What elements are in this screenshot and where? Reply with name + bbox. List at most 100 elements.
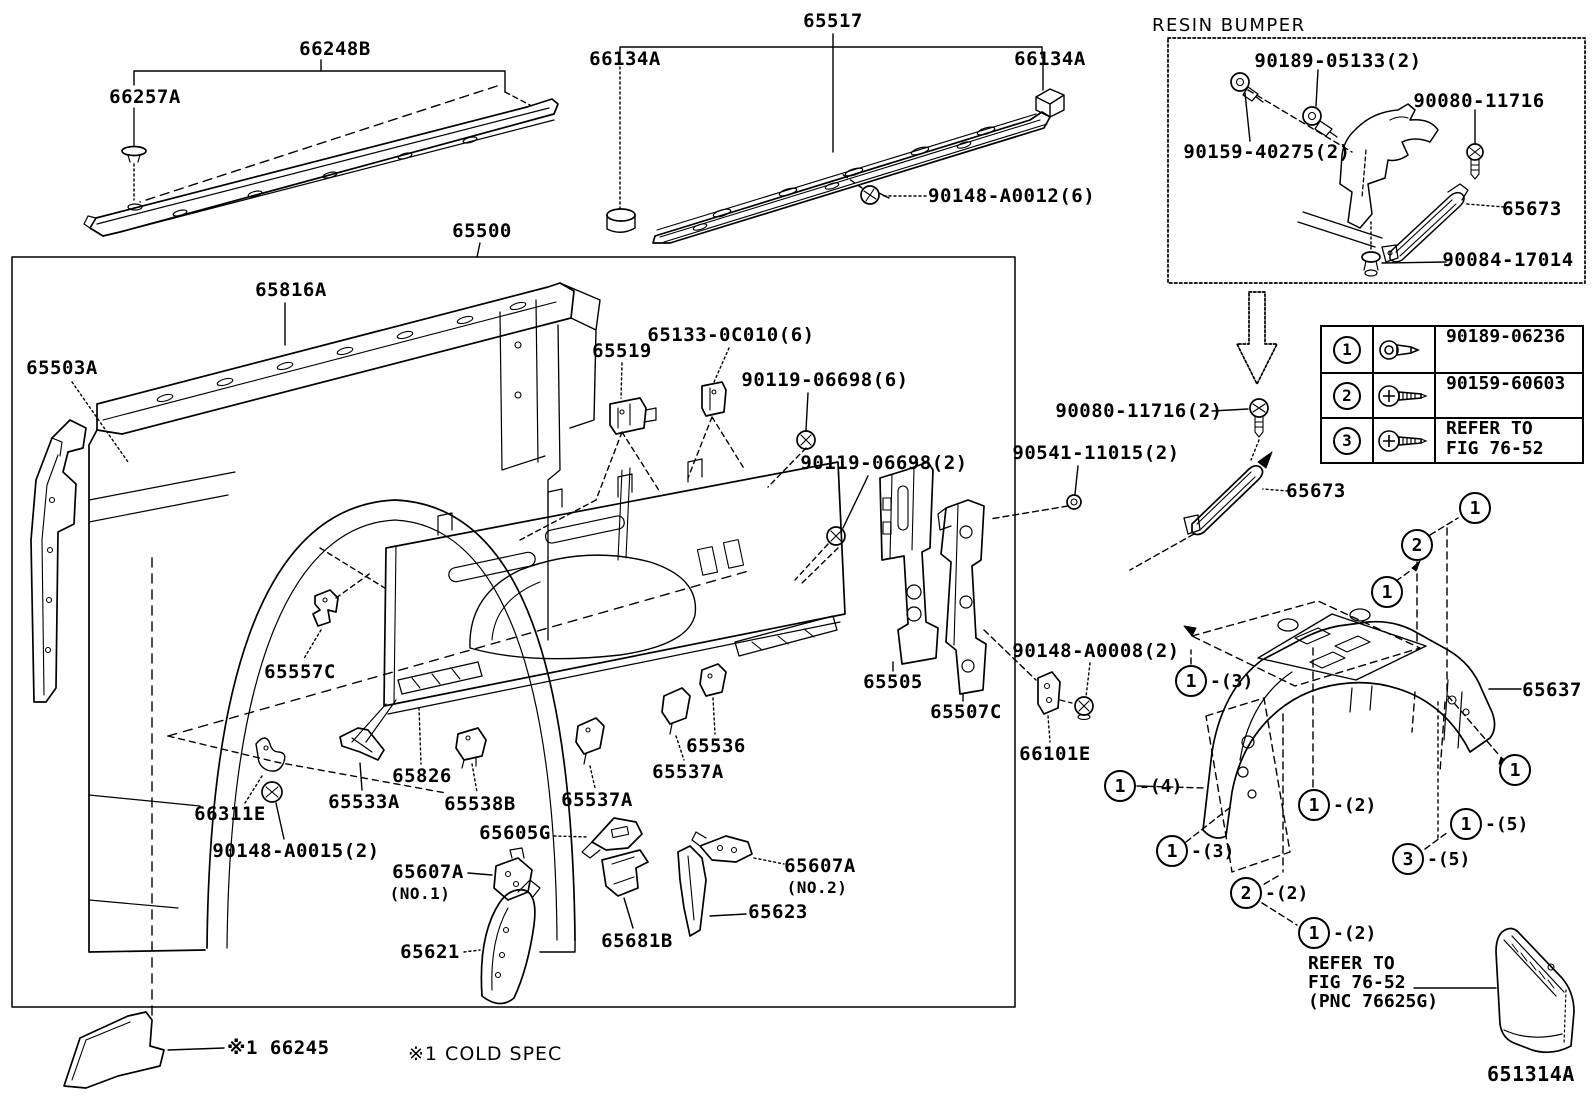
callout-suffix: -(3) xyxy=(1191,840,1235,862)
callout-circle: 1 xyxy=(1104,770,1136,802)
part-66245-drawing xyxy=(63,1011,225,1089)
legend-circle-1: 1 xyxy=(1333,335,1361,364)
legend-row2-text: 90159-60603 xyxy=(1446,373,1566,394)
clip-65538b-drawing xyxy=(455,727,487,793)
legend-row1-num: 1 xyxy=(1322,327,1372,372)
clip-icon xyxy=(1379,339,1421,360)
bolt-90119-2-drawing xyxy=(794,475,869,581)
part-label-65533a: 65533A xyxy=(328,791,400,813)
pillar-65621-drawing xyxy=(463,879,541,1005)
inset-title: RESIN BUMPER xyxy=(1152,15,1306,36)
part-label-65557c: 65557C xyxy=(264,661,336,683)
mud-flap-drawing xyxy=(1413,927,1575,1054)
part-label-65519: 65519 xyxy=(592,340,652,362)
callout-1: 1 xyxy=(1459,492,1494,524)
callout-circle: 1 xyxy=(1371,576,1403,608)
legend-circle-3: 3 xyxy=(1333,426,1361,455)
refer-note-line3: (PNC 76625G) xyxy=(1308,991,1439,1012)
part-label-65133-0c010: 65133-0C010(6) xyxy=(647,324,815,346)
part-label-66134a-left: 66134A xyxy=(589,48,661,70)
part-label-65538b: 65538B xyxy=(444,793,516,815)
bracket-65533a-drawing xyxy=(339,727,385,791)
part-label-66311e: 66311E xyxy=(194,803,266,825)
part-label-65537a-left: 65537A xyxy=(561,789,633,811)
refer-note-line2: FIG 76-52 xyxy=(1308,972,1406,993)
callout-suffix: -(4) xyxy=(1139,775,1183,797)
part-label-65621: 65621 xyxy=(400,941,460,963)
pillar-65505-drawing xyxy=(879,461,939,672)
part-label-90189-05133: 90189-05133(2) xyxy=(1254,50,1422,72)
legend-row1-text: 90189-06236 xyxy=(1446,326,1566,347)
screw-icon xyxy=(1378,429,1428,452)
part-label-65507c: 65507C xyxy=(930,701,1002,723)
wheel-liner-construction xyxy=(1136,517,1510,926)
screw-icon xyxy=(1378,384,1428,407)
part-label-66134a-right: 66134A xyxy=(1014,48,1086,70)
callout-10: 2 -(2) xyxy=(1230,877,1308,909)
pillar-65507c-drawing xyxy=(937,499,1037,702)
bracket-65607a-no2-drawing xyxy=(691,831,785,865)
part-label-90119-06698-2: 90119-06698(2) xyxy=(800,452,968,474)
bolt-90119-6-drawing xyxy=(796,392,816,450)
main-box xyxy=(11,242,1016,1008)
callout-circle: 1 xyxy=(1156,835,1188,867)
part-label-90541-11015: 90541-11015(2) xyxy=(1012,442,1180,464)
part-label-90159-40275: 90159-40275(2) xyxy=(1183,141,1351,163)
resin-bumper-inset-drawing xyxy=(1167,37,1586,284)
part-label-65607a-no2: 65607A xyxy=(784,855,856,877)
callout-circle: 3 xyxy=(1392,843,1424,875)
part-label-65681b: 65681B xyxy=(601,930,673,952)
part-label-65816a: 65816A xyxy=(255,279,327,301)
part-label-66257a: 66257A xyxy=(109,86,181,108)
bracket-65681b-drawing xyxy=(601,849,649,929)
down-arrow xyxy=(1236,291,1278,385)
legend-row3-icon xyxy=(1372,417,1434,462)
legend-row2-part: 90159-60603 xyxy=(1434,372,1582,417)
callout-7: 1 -(2) xyxy=(1298,789,1376,821)
callout-4: 1 -(3) xyxy=(1175,665,1253,697)
pillar-65503a-drawing xyxy=(30,381,129,703)
clip-65537a-right-drawing xyxy=(661,687,691,761)
callout-suffix: -(2) xyxy=(1333,794,1377,816)
callout-2: 2 xyxy=(1401,529,1436,561)
callout-8: 1 -(5) xyxy=(1450,808,1528,840)
part-label-90084-17014: 90084-17014 xyxy=(1442,249,1574,271)
legend-circle-2: 2 xyxy=(1333,381,1361,410)
legend-row1-part: 90189-06236 xyxy=(1434,327,1582,372)
part-label-65605g: 65605G xyxy=(479,822,551,844)
part-label-65637: 65637 xyxy=(1522,679,1582,701)
callout-circle: 1 xyxy=(1459,492,1491,524)
part-label-90119-06698-6: 90119-06698(6) xyxy=(741,369,909,391)
fastener-legend-table: 1 90189-06236 2 90159-60603 3 xyxy=(1320,325,1584,464)
part-label-90148-a0012: 90148-A0012(6) xyxy=(928,185,1096,207)
molding-66248b-drawing xyxy=(83,59,559,237)
callout-circle: 1 xyxy=(1298,789,1330,821)
part-label-90080-11716: 90080-11716 xyxy=(1413,90,1545,112)
clip-65557c-drawing xyxy=(302,571,373,661)
callout-suffix: -(5) xyxy=(1485,813,1529,835)
clip-65133-drawing xyxy=(701,347,730,417)
part-label-65826: 65826 xyxy=(392,765,452,787)
callout-11: 1 -(2) xyxy=(1298,917,1376,949)
grommet-90541-drawing xyxy=(989,465,1082,520)
part-label-65537a-right: 65537A xyxy=(652,761,724,783)
legend-row2-num: 2 xyxy=(1322,372,1372,417)
clip-65519-drawing xyxy=(609,362,657,435)
refer-note: REFER TO FIG 76-52 (PNC 76625G) xyxy=(1308,954,1438,1011)
part-label-90080-11716-2: 90080-11716(2) xyxy=(1055,400,1223,422)
part-label-65500: 65500 xyxy=(452,220,512,242)
inner-panel-drawing xyxy=(319,416,846,743)
strap-65673b-drawing xyxy=(1129,451,1289,571)
part-label-65505: 65505 xyxy=(863,671,923,693)
diagram-code: 651314A xyxy=(1487,1062,1575,1086)
cold-spec-note: ※1 COLD SPEC xyxy=(408,1043,563,1065)
part-label-65673-inset: 65673 xyxy=(1502,198,1562,220)
part-label-66245: ※1 66245 xyxy=(227,1037,330,1059)
bolt-90080-2-drawing xyxy=(1211,398,1269,461)
part-label-65607a-no1-sub: (NO.1) xyxy=(389,884,451,903)
construction-dashes xyxy=(151,557,753,1017)
callout-circle: 1 xyxy=(1499,754,1531,786)
part-label-65623: 65623 xyxy=(748,901,808,923)
part-label-65607a-no2-sub: (NO.2) xyxy=(786,878,848,897)
